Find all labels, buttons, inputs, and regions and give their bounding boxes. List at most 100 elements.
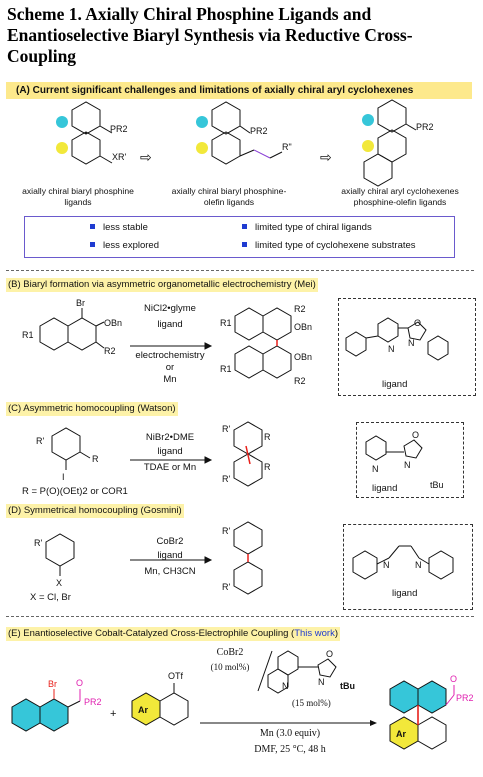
c-ligand-box — [356, 422, 464, 498]
br-label: Br — [76, 298, 85, 308]
b-ligand-box — [338, 298, 476, 396]
svg-text:O: O — [412, 430, 419, 440]
limitation-item: less stable — [90, 222, 148, 234]
c-ligand-tbu: tBu — [430, 480, 444, 490]
svg-text:O: O — [414, 318, 421, 328]
cyan-dot-icon — [362, 114, 374, 126]
divider — [6, 616, 474, 617]
d-substrate-note: X = Cl, Br — [30, 592, 71, 603]
section-e-scheme: Br O PR2 + Ar OTf N O N O PR2 Ar — [11, 649, 474, 750]
obn-label: OBn — [294, 352, 312, 362]
yellow-dot-icon — [196, 142, 208, 154]
r2-label: R2 — [294, 304, 306, 314]
ar-label: Ar — [396, 729, 406, 739]
n-label: N — [388, 344, 395, 354]
c-ligand-structure: N O N — [365, 430, 423, 474]
n-label: N — [282, 681, 289, 691]
limitation-item: less explored — [90, 240, 159, 252]
pr2-label: PR2 — [84, 697, 102, 707]
yellow-dot-icon — [362, 140, 374, 152]
svg-text:N: N — [372, 464, 379, 474]
section-a-structures: PR2 XR' PR2 R" PR2 ⇨ ⇨ — [56, 99, 434, 187]
obn-label: OBn — [294, 322, 312, 332]
d-cond: Mn, CH3CN — [144, 566, 196, 577]
otf-label: OTf — [168, 671, 183, 681]
svg-text:N: N — [408, 338, 415, 348]
xr-label: XR' — [112, 152, 127, 162]
arrow-icon: ⇨ — [140, 149, 152, 165]
b-reagent1: NiCl2•glyme — [144, 303, 196, 314]
o-label: O — [76, 678, 83, 688]
limitation-item: limited type of chiral ligands — [242, 222, 372, 234]
r-prime-label: R' — [36, 436, 44, 446]
arrow-icon: ⇨ — [320, 149, 332, 165]
b-cond2: or — [165, 362, 175, 373]
limitations-box — [24, 216, 455, 258]
pr2-label: PR2 — [456, 693, 474, 703]
struct3-caption: axially chiral aryl cyclohexenes phosphi… — [341, 186, 459, 207]
scheme-title: Scheme 1. Axially Chiral Phosphine Ligan… — [7, 4, 413, 66]
c-cond: TDAE or Mn — [143, 462, 197, 473]
yellow-dot-icon — [56, 142, 68, 154]
x-label: X — [56, 578, 62, 588]
r-prime-label: R' — [222, 474, 230, 484]
limitation-item: limited type of cyclohexene substrates — [242, 240, 416, 252]
bullet-icon — [242, 241, 247, 247]
r-prime-label: R' — [34, 538, 42, 548]
section-b-scheme: Br OBn R1 R2 R2 OBn OBn R1 R1 R2 — [22, 298, 312, 386]
br-label: Br — [48, 679, 57, 689]
i-label: I — [62, 472, 65, 482]
b-cond1: electrochemistry — [135, 350, 205, 361]
d-reagent1: CoBr2 — [156, 536, 184, 547]
divider — [6, 270, 474, 271]
b-cond3: Mn — [163, 374, 177, 385]
obn-label: OBn — [104, 318, 122, 328]
c-ligand-label: ligand — [372, 483, 398, 494]
bullet-icon — [90, 223, 95, 229]
r1-label: R1 — [22, 330, 34, 340]
r-prime-label: R' — [222, 424, 230, 434]
r1-label: R1 — [220, 364, 232, 374]
section-b-header: (B) Biaryl formation via asymmetric orga… — [6, 278, 318, 292]
d-ligand-structure: N N — [352, 545, 454, 580]
cyan-dot-icon — [196, 116, 208, 128]
section-d-scheme: R' X R' R' — [34, 521, 263, 595]
d-ligand-box — [343, 524, 473, 610]
bullet-icon — [90, 241, 95, 247]
svg-text:N: N — [383, 560, 390, 570]
o-label: O — [450, 674, 457, 684]
b-reagent2: ligand — [157, 319, 183, 330]
section-d-header: (D) Symmetrical homocoupling (Gosmini) — [6, 504, 184, 518]
pr2-label: PR2 — [110, 124, 128, 134]
pr2-label: PR2 — [416, 122, 434, 132]
b-ligand-structure: N O N — [345, 317, 449, 361]
e-cond2: DMF, 25 °C, 48 h — [254, 744, 326, 755]
svg-text:N: N — [404, 460, 411, 470]
d-ligand-label: ligand — [392, 588, 418, 599]
r1-label: R1 — [220, 318, 232, 328]
section-c-header: (C) Asymmetric homocoupling (Watson) — [6, 402, 178, 416]
r2-label: R2 — [294, 376, 306, 386]
d-reagent2: ligand — [157, 550, 183, 561]
b-ligand-label: ligand — [382, 379, 408, 390]
ar-label: Ar — [138, 705, 148, 715]
pr2-label: PR2 — [250, 126, 268, 136]
svg-text:N: N — [318, 677, 325, 687]
section-c-scheme: R' R I R' R R R' — [36, 421, 271, 487]
r-label: R — [264, 462, 271, 472]
svg-text:N: N — [415, 560, 422, 570]
r-prime-label: R' — [222, 582, 230, 592]
r-label: R — [264, 432, 271, 442]
struct2-caption: axially chiral biaryl phosphine-olefin l… — [171, 186, 287, 207]
r2-label: R" — [282, 142, 292, 152]
c-reagent1: NiBr2•DME — [145, 432, 195, 443]
e-ligand-amt: (15 mol%) — [292, 698, 331, 708]
plus-sign: + — [110, 708, 116, 720]
bullet-icon — [242, 223, 247, 229]
c-reagent2: ligand — [157, 446, 183, 457]
e-cond1: Mn (3.0 equiv) — [259, 728, 321, 739]
struct1-caption: axially chiral biaryl phosphine ligands — [22, 186, 134, 207]
r-label: R — [92, 454, 99, 464]
e-ligand-tbu: tBu — [340, 681, 355, 691]
e-reagent1: CoBr2 — [216, 647, 244, 658]
